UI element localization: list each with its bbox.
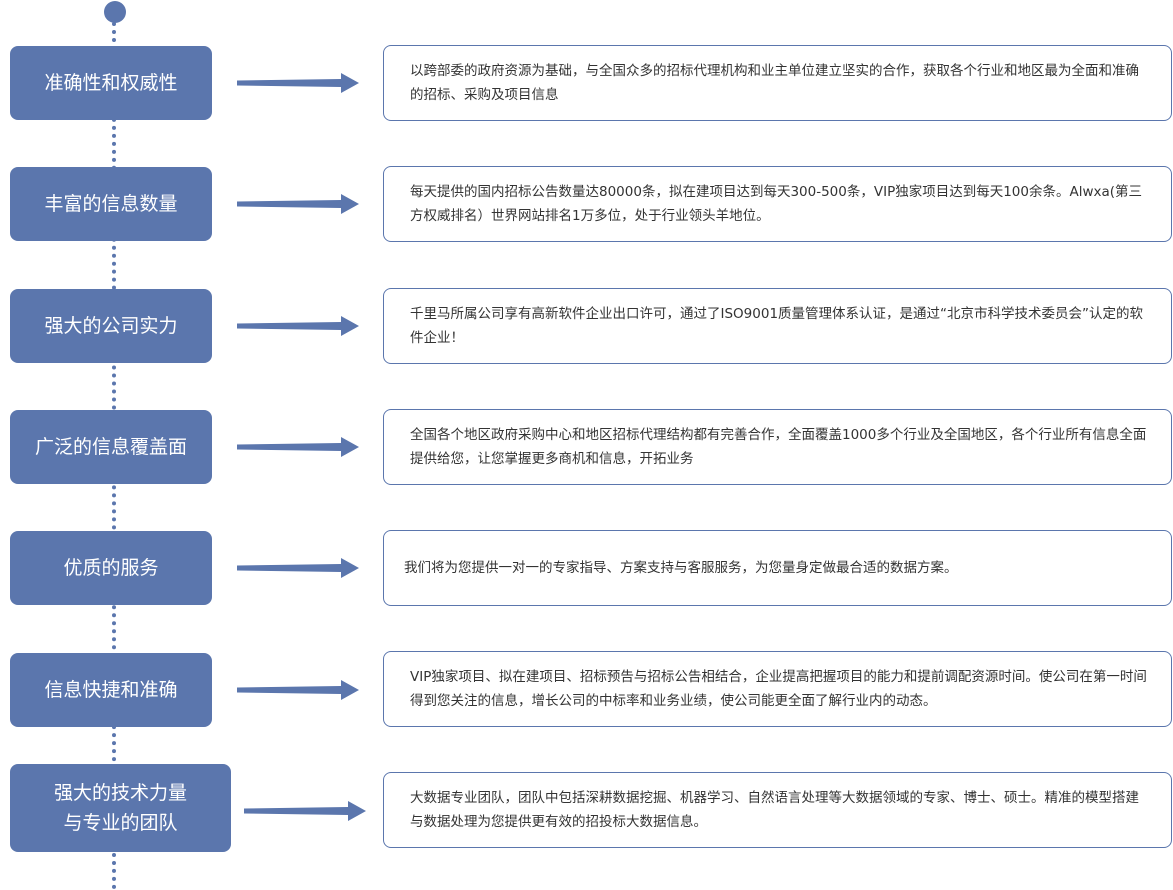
feature-description-text: 全国各个地区政府采购中心和地区招标代理结构都有完善合作，全面覆盖1000多个行业… xyxy=(410,427,1147,467)
feature-label-service: 优质的服务 xyxy=(10,531,212,605)
feature-description-text: 大数据专业团队，团队中包括深耕数据挖掘、机器学习、自然语言处理等大数据领域的专家… xyxy=(410,790,1139,830)
arrow-right-icon xyxy=(237,558,359,578)
feature-description-accuracy: 以跨部委的政府资源为基础，与全国众多的招标代理机构和业主单位建立坚实的合作，获取… xyxy=(383,45,1172,121)
arrow-right-icon xyxy=(237,316,359,336)
feature-description-text: 我们将为您提供一对一的专家指导、方案支持与客服服务，为您量身定做最合适的数据方案… xyxy=(404,560,958,576)
feature-description-speed: VIP独家项目、拟在建项目、招标预告与招标公告相结合，企业提高把握项目的能力和提… xyxy=(383,651,1172,727)
arrow-right-icon xyxy=(237,437,359,457)
feature-description-company-strength: 千里马所属公司享有高新软件企业出口许可，通过了ISO9001质量管理体系认证，是… xyxy=(383,288,1172,364)
arrow-right-icon xyxy=(244,801,366,821)
feature-description-text: 千里马所属公司享有高新软件企业出口许可，通过了ISO9001质量管理体系认证，是… xyxy=(410,306,1144,346)
feature-label-company-strength: 强大的公司实力 xyxy=(10,289,212,363)
feature-description-text: VIP独家项目、拟在建项目、招标预告与招标公告相结合，企业提高把握项目的能力和提… xyxy=(410,669,1147,709)
feature-label-coverage: 广泛的信息覆盖面 xyxy=(10,410,212,484)
arrow-right-icon xyxy=(237,73,359,93)
feature-description-text: 每天提供的国内招标公告数量达80000条，拟在建项目达到每天300-500条，V… xyxy=(410,184,1143,224)
feature-description-service: 我们将为您提供一对一的专家指导、方案支持与客服服务，为您量身定做最合适的数据方案… xyxy=(383,530,1172,606)
feature-label-accuracy: 准确性和权威性 xyxy=(10,46,212,120)
feature-label-speed: 信息快捷和准确 xyxy=(10,653,212,727)
feature-description-technology-team: 大数据专业团队，团队中包括深耕数据挖掘、机器学习、自然语言处理等大数据领域的专家… xyxy=(383,772,1172,848)
feature-label-technology-team: 强大的技术力量 与专业的团队 xyxy=(10,764,231,852)
feature-description-coverage: 全国各个地区政府采购中心和地区招标代理结构都有完善合作，全面覆盖1000多个行业… xyxy=(383,409,1172,485)
feature-description-text: 以跨部委的政府资源为基础，与全国众多的招标代理机构和业主单位建立坚实的合作，获取… xyxy=(410,63,1139,103)
arrow-right-icon xyxy=(237,680,359,700)
arrow-right-icon xyxy=(237,194,359,214)
feature-label-quantity: 丰富的信息数量 xyxy=(10,167,212,241)
timeline-start-dot xyxy=(104,1,126,23)
feature-description-quantity: 每天提供的国内招标公告数量达80000条，拟在建项目达到每天300-500条，V… xyxy=(383,166,1172,242)
